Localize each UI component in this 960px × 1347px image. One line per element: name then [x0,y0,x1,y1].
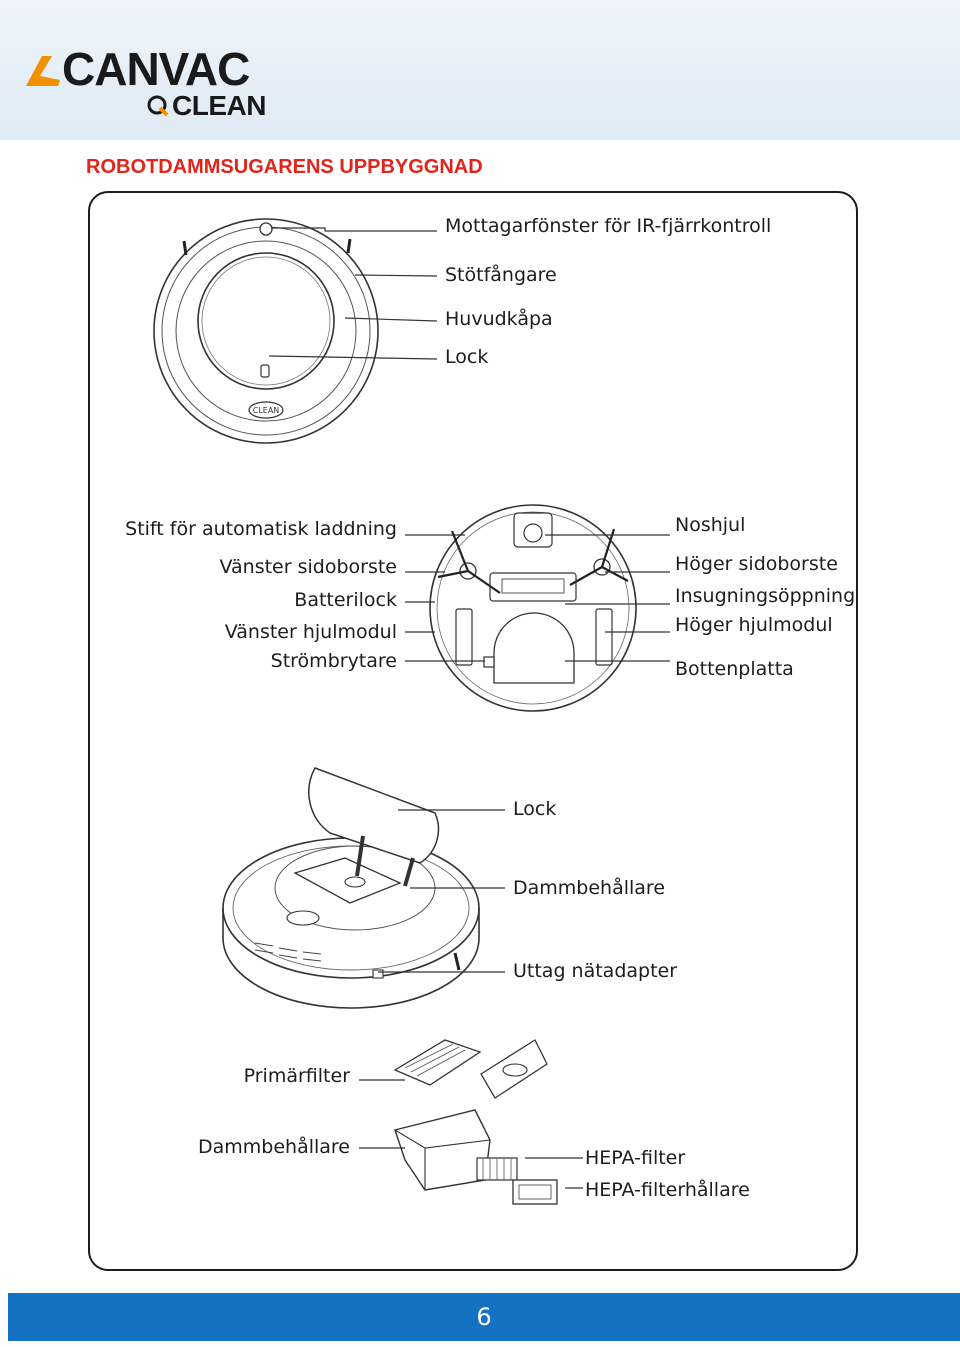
label-open-lid: Lock [513,798,557,820]
label-battery-cover: Batterilock [294,589,397,611]
page-header: CANVAC CLEAN [0,0,960,140]
label-hepa-filter: HEPA-filter [585,1147,686,1169]
label-hepa-filter-holder: HEPA-filterhållare [585,1179,750,1201]
diagram-panel [88,191,858,1271]
open-view-leader-lines [378,809,505,973]
label-lid: Lock [445,346,489,368]
label-primary-filter: Primärfilter [243,1065,350,1087]
top-view-leader-lines [268,227,438,360]
robot-top-view: CLEAN [153,218,379,444]
label-power-switch: Strömbrytare [270,650,397,672]
robot-open-lid-view [222,767,480,1009]
label-bumper: Stötfångare [445,264,557,286]
page-footer: 6 [8,1293,960,1341]
brand-q-icon [147,95,169,117]
label-ir-receiver: Mottagarfönster för IR-fjärrkontroll [445,215,772,237]
bottom-view-leader-lines [405,534,670,662]
label-right-wheel-module: Höger hjulmodul [675,614,833,636]
page-number: 6 [476,1303,492,1331]
label-nose-wheel: Noshjul [675,514,746,536]
label-bottom-plate: Bottenplatta [675,658,794,680]
section-title: ROBOTDAMMSUGARENS UPPBYGGNAD [86,156,483,178]
label-main-cover: Huvudkåpa [445,308,553,330]
dust-bin-leader-lines [359,1079,583,1189]
label-power-adapter-socket: Uttag nätadapter [513,960,678,982]
brand-name: CANVAC [62,43,250,95]
robot-bottom-view [429,504,637,712]
label-right-side-brush: Höger sidoborste [675,553,838,575]
label-open-dust-bin: Dammbehållare [513,877,666,899]
label-left-wheel-module: Vänster hjulmodul [224,621,397,643]
label-charging-pins: Stift för automatisk laddning [125,518,397,540]
label-suction-opening: Insugningsöppning [675,585,856,607]
label-dust-container: Dammbehållare [197,1136,350,1158]
top-view-badge: CLEAN [253,406,280,415]
brand-sub: CLEAN [172,90,266,121]
label-left-side-brush: Vänster sidoborste [219,556,398,578]
dust-bin-exploded-view [393,1039,558,1205]
canvac-swoosh-logo-icon [26,56,60,86]
